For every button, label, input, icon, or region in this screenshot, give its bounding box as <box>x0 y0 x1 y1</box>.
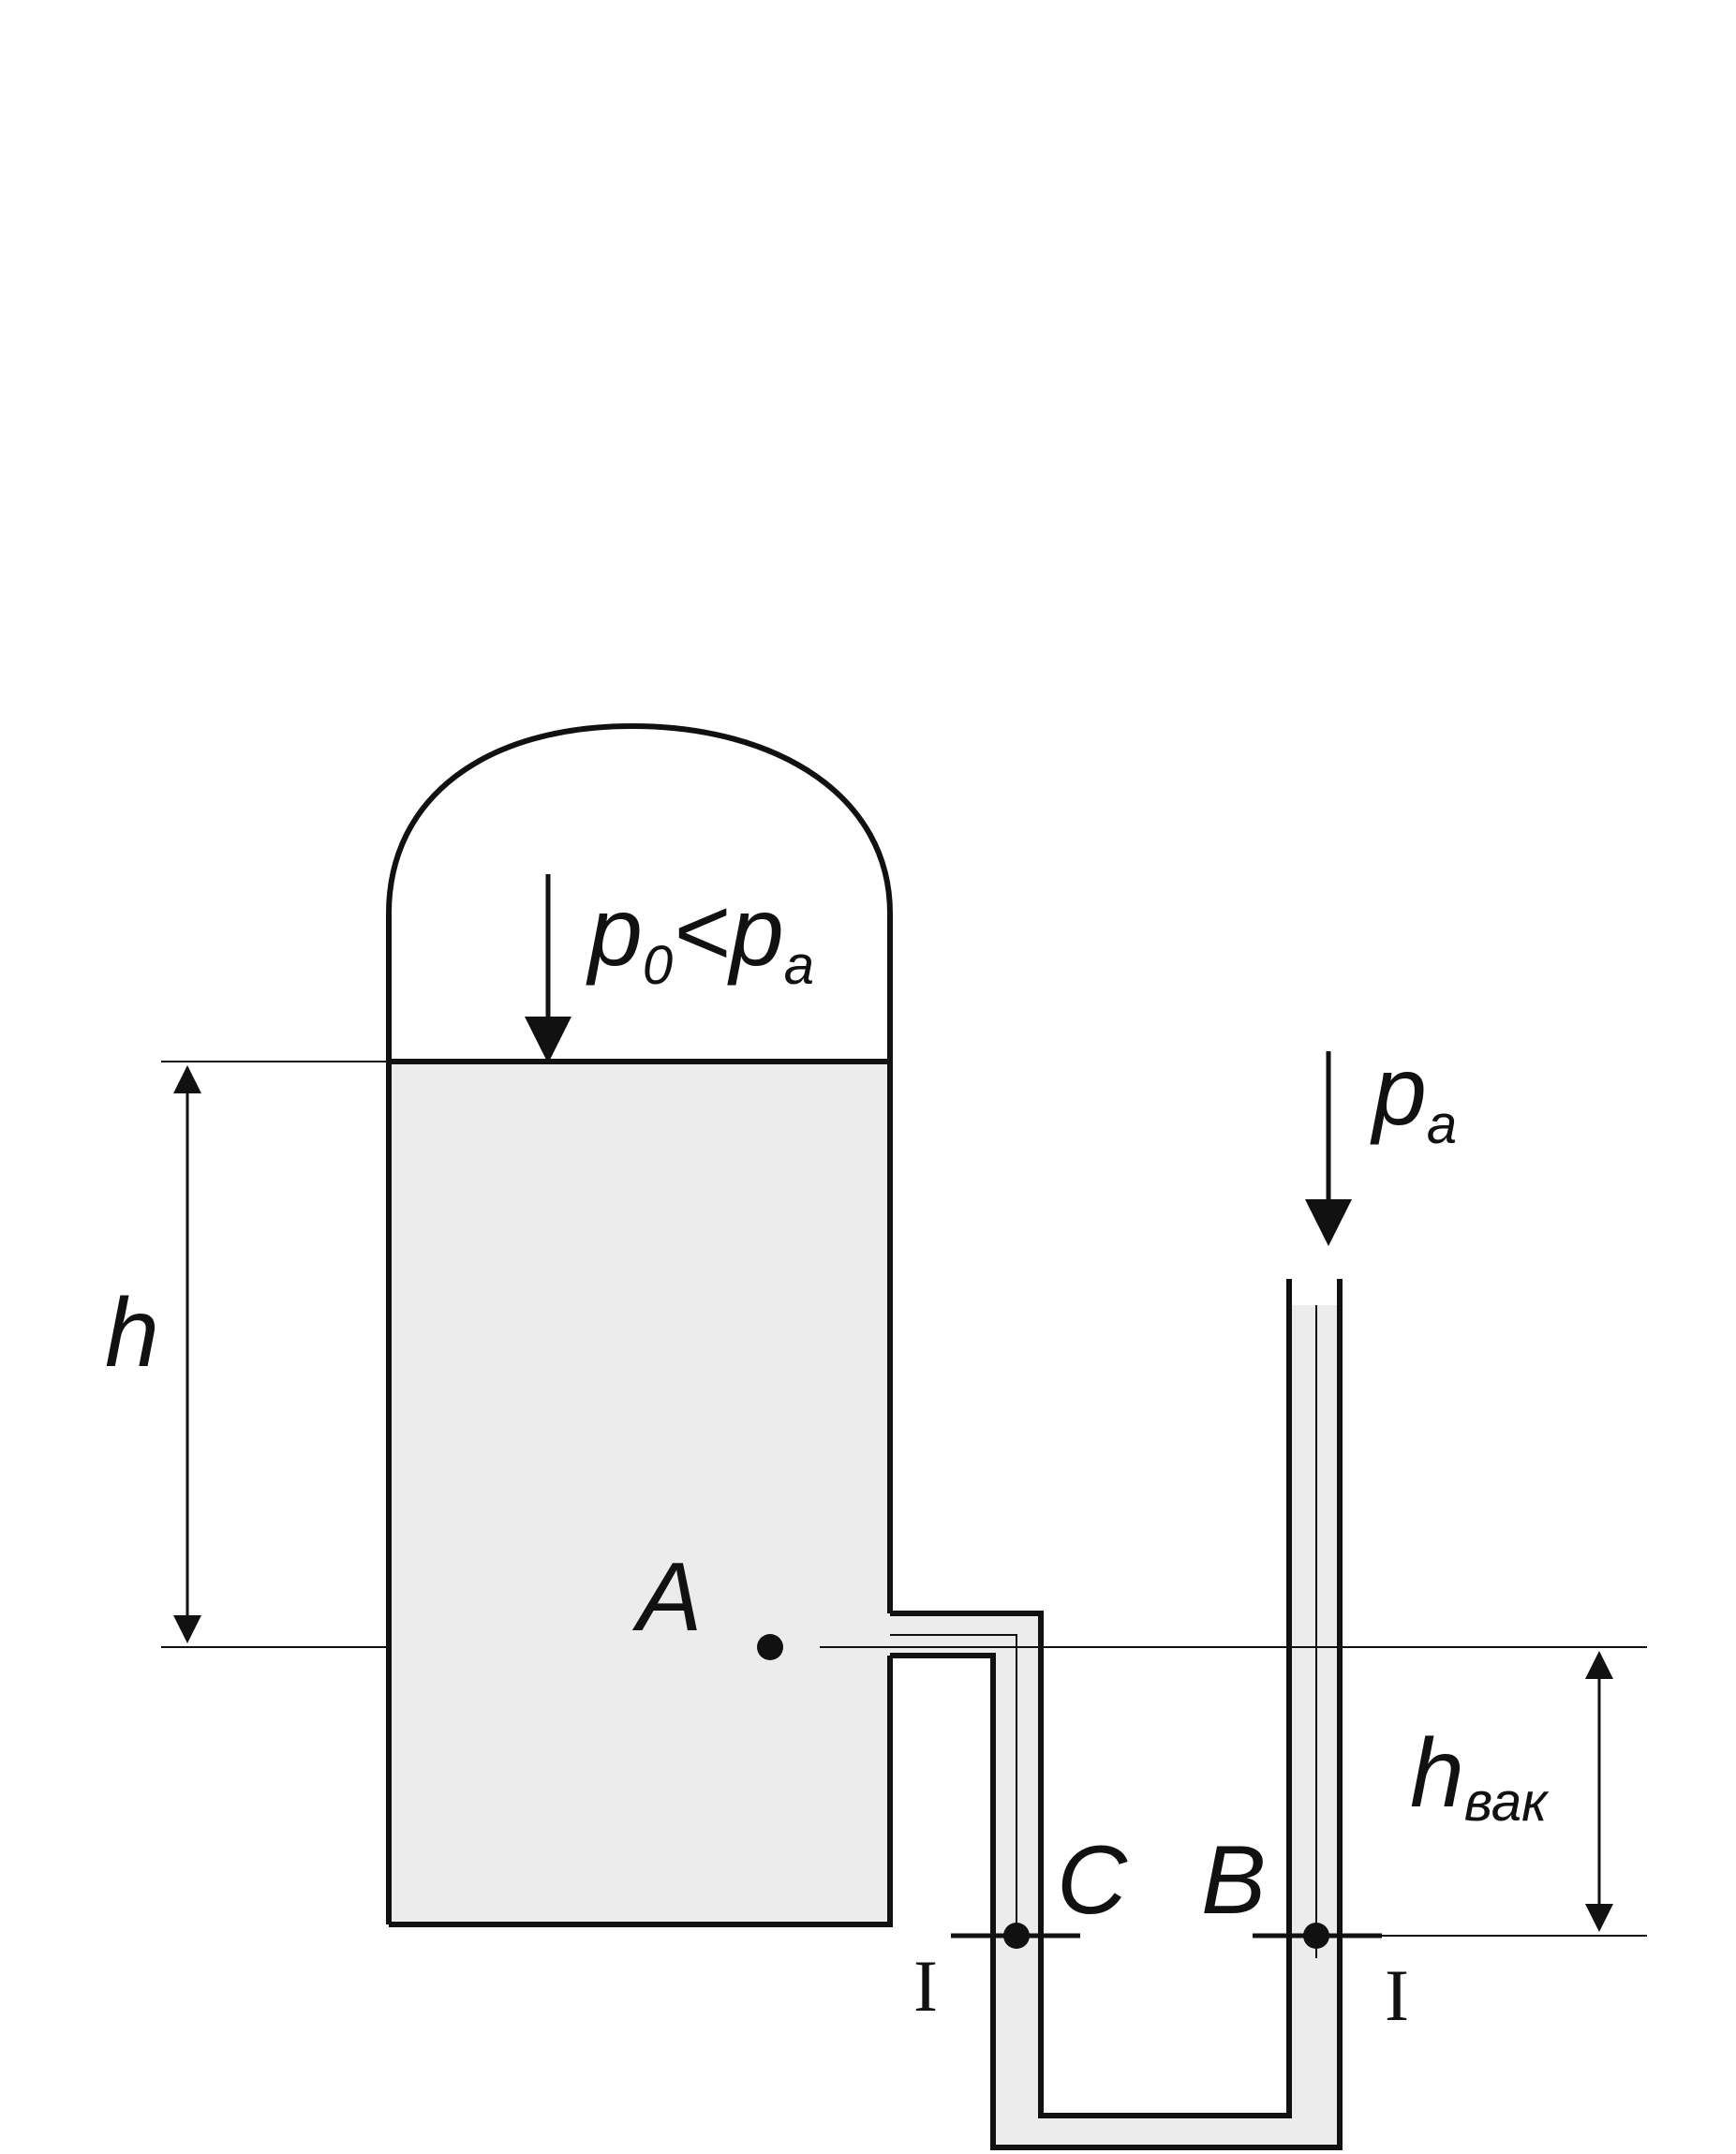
utube-inner <box>890 1279 1343 2150</box>
point-A <box>757 1634 783 1660</box>
utube-liquid <box>890 1305 1340 2147</box>
tank-outline <box>386 722 893 1924</box>
label-section-right: I <box>1385 1954 1409 2036</box>
label-A: A <box>631 1543 702 1652</box>
label-pa: pa <box>1370 1037 1457 1155</box>
tank-bottom <box>389 1656 893 1927</box>
label-p0-lt-pa: p0<pa <box>586 878 814 996</box>
label-h: h <box>105 1279 159 1388</box>
tube-centerline-left <box>890 1634 1017 1949</box>
tank-liquid <box>389 1062 890 1924</box>
label-section-left: I <box>913 1945 938 2027</box>
label-B: B <box>1201 1826 1266 1935</box>
point-C <box>1003 1923 1030 1949</box>
label-hvak: hвак <box>1410 1719 1550 1833</box>
point-B <box>1303 1923 1329 1949</box>
label-C: C <box>1057 1826 1128 1935</box>
utube-outer <box>890 1279 1292 2118</box>
